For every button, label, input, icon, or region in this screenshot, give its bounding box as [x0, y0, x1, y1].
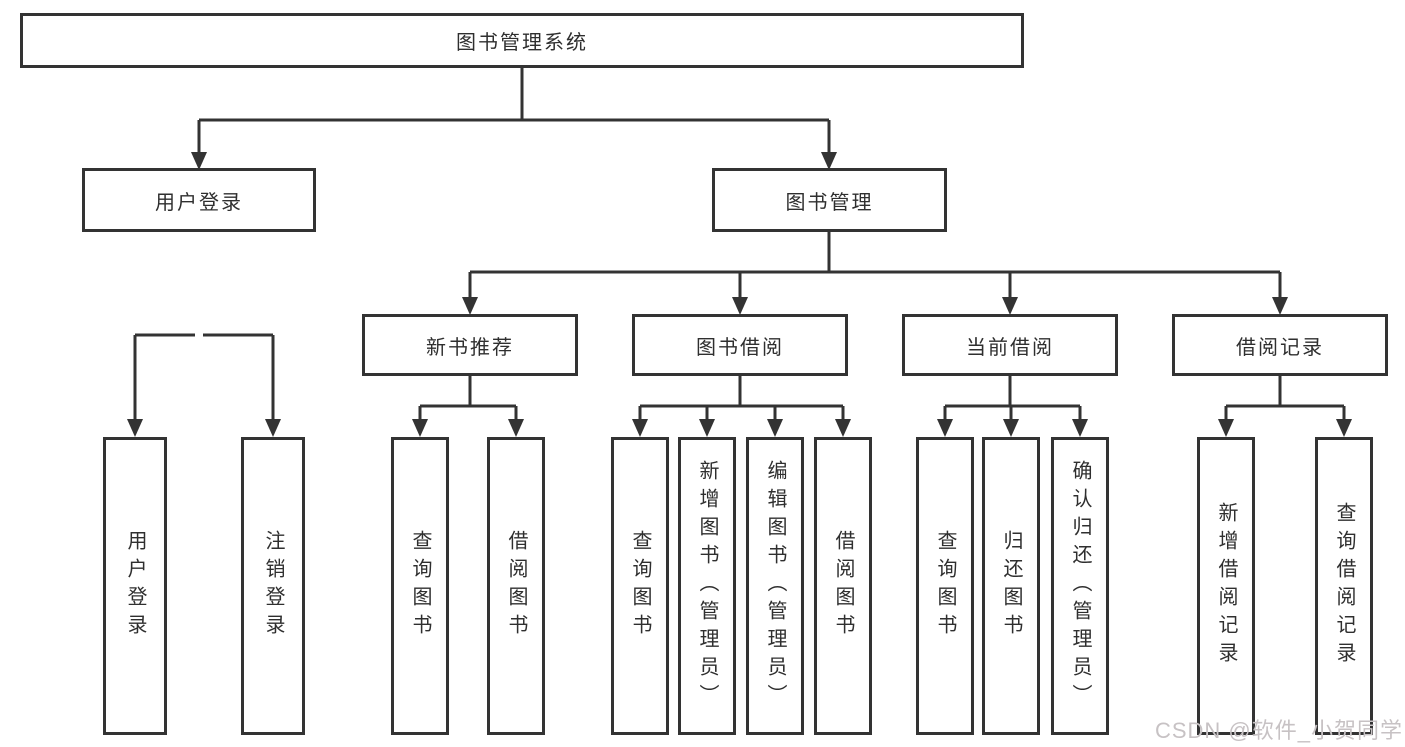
node-leaf-query-book-1: 查询图书 [391, 437, 449, 735]
arrowhead-icon [508, 419, 524, 437]
node-leaf-add-record: 新增借阅记录 [1197, 437, 1255, 735]
node-leaf-query-book-3: 查询图书 [916, 437, 974, 735]
arrowhead-icon [835, 419, 851, 437]
edge-book-mgmt-children [468, 232, 1282, 299]
arrowhead-icon [821, 152, 837, 170]
arrowhead-icon [1003, 419, 1019, 437]
node-leaf-query-record: 查询借阅记录 [1315, 437, 1373, 735]
edge-book-borrow-children [638, 376, 845, 421]
edge-borrow-record-children [1224, 376, 1346, 421]
node-current-borrow: 当前借阅 [902, 314, 1118, 376]
edge-user-login-children [133, 232, 275, 421]
edge-root-to-level1 [197, 68, 831, 418]
edge-current-borrow-children [943, 376, 1082, 421]
node-book-borrow: 图书借阅 [632, 314, 848, 376]
node-leaf-query-book-2: 查询图书 [611, 437, 669, 735]
arrowhead-icon [412, 419, 428, 437]
arrowhead-icon [699, 419, 715, 437]
arrowhead-icon [1336, 419, 1352, 437]
arrowhead-icon [462, 297, 478, 315]
edge-new-book-rec-children [418, 376, 518, 421]
arrowhead-icon [632, 419, 648, 437]
node-leaf-borrow-book-1: 借阅图书 [487, 437, 545, 735]
node-root: 图书管理系统 [20, 13, 1024, 68]
node-book-mgmt: 图书管理 [712, 168, 947, 232]
node-leaf-edit-book: 编辑图书（管理员） [746, 437, 804, 735]
node-leaf-logout: 注销登录 [241, 437, 305, 735]
node-new-book-rec: 新书推荐 [362, 314, 578, 376]
node-leaf-return-book: 归还图书 [982, 437, 1040, 735]
arrowhead-icon [767, 419, 783, 437]
node-leaf-add-book: 新增图书（管理员） [678, 437, 736, 735]
arrowhead-icon [937, 419, 953, 437]
arrowhead-icon [1218, 419, 1234, 437]
arrowheads [127, 152, 1352, 437]
connector-paths [197, 68, 831, 418]
arrowhead-icon [1002, 297, 1018, 315]
arrowhead-icon [191, 152, 207, 170]
node-user-login: 用户登录 [82, 168, 316, 232]
node-leaf-user-login: 用户登录 [103, 437, 167, 735]
node-leaf-borrow-book-2: 借阅图书 [814, 437, 872, 735]
node-leaf-confirm-return: 确认归还（管理员） [1051, 437, 1109, 735]
node-borrow-record: 借阅记录 [1172, 314, 1388, 376]
wire-patch [195, 157, 203, 421]
arrowhead-icon [127, 419, 143, 437]
arrowhead-icon [1272, 297, 1288, 315]
arrowhead-icon [1072, 419, 1088, 437]
arrowhead-icon [732, 297, 748, 315]
arrowhead-icon [265, 419, 281, 437]
csdn-watermark: CSDN @软件_小贺同学 [1154, 718, 1403, 743]
